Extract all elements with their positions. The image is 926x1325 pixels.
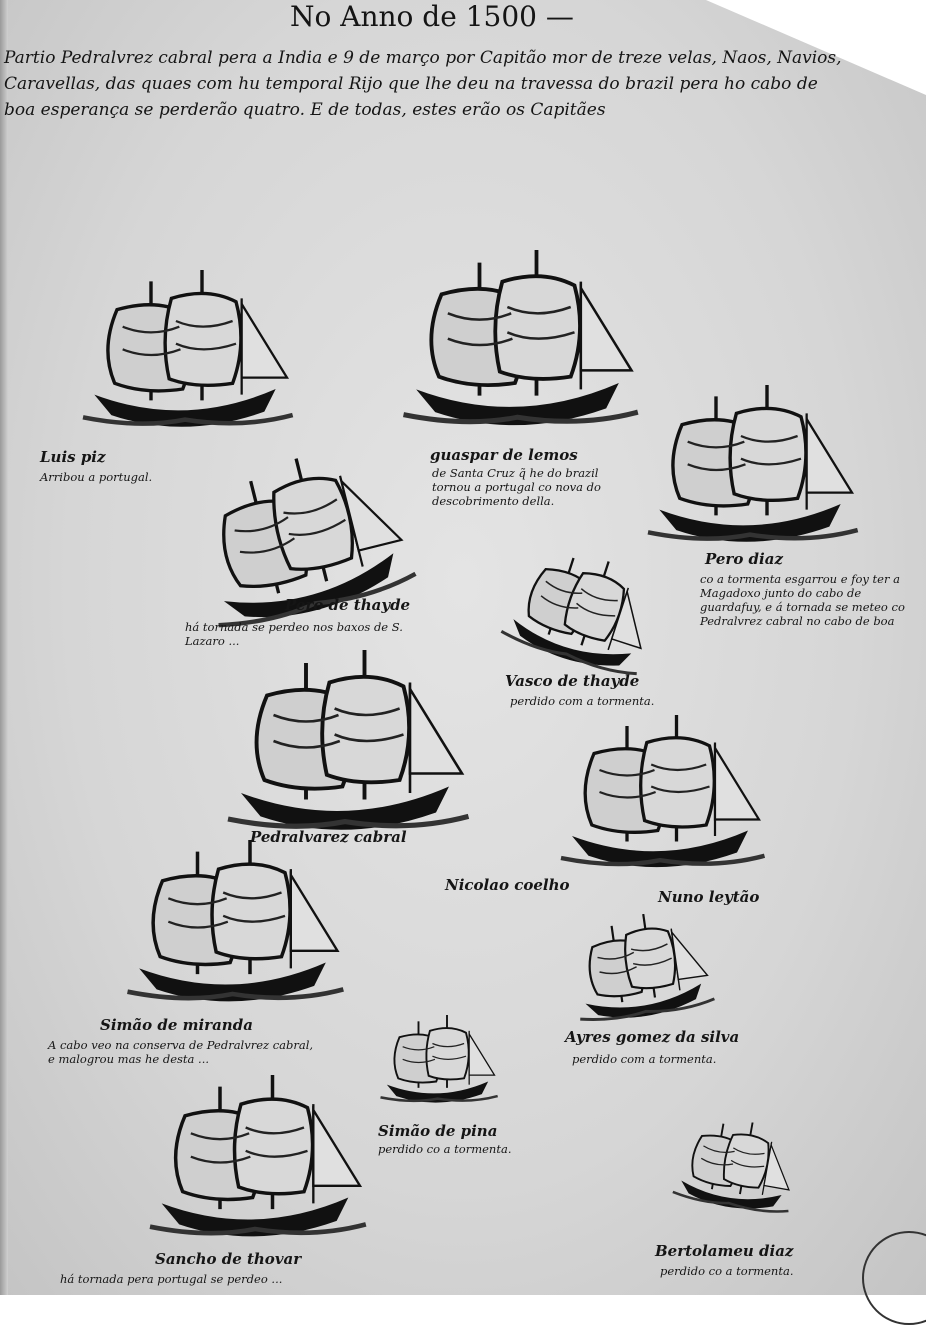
compass-rose xyxy=(862,1231,926,1325)
captain-name: Simão de pina xyxy=(378,1122,498,1140)
page-title: No Anno de 1500 — xyxy=(290,0,574,33)
sinking-ship-drawing xyxy=(653,1108,817,1228)
wrecked-ship-drawing xyxy=(484,895,796,1046)
ship-drawing xyxy=(605,385,895,555)
captain-note: co a tormenta esgarrou e foy ter a Magad… xyxy=(700,572,905,628)
captain-name: Bertolameu diaz xyxy=(655,1242,794,1260)
captain-name: Sancho de thovar xyxy=(155,1250,302,1268)
ship-drawing xyxy=(200,650,490,845)
ship-drawing xyxy=(480,715,840,880)
captain-name: Nuno leytão xyxy=(658,888,760,906)
intro-line: Caravellas, das quaes com hu temporal Ri… xyxy=(4,74,818,94)
captain-note: Arribou a portugal. xyxy=(40,470,153,484)
captain-name: Simão de miranda xyxy=(100,1016,253,1034)
captain-name: Pero de thayde xyxy=(285,596,411,614)
captain-note: de Santa Cruz q̃ he do brazil tornou a p… xyxy=(432,466,601,508)
captain-name: Nicolao coelho xyxy=(445,876,570,894)
captain-name: Luis piz xyxy=(40,448,106,466)
captain-name: Pedralvarez cabral xyxy=(250,828,407,846)
captain-note: perdido com a tormenta. xyxy=(572,1052,717,1066)
captain-name: Ayres gomez da silva xyxy=(565,1028,740,1046)
intro-line: Partio Pedralvrez cabral pera a India e … xyxy=(4,48,842,68)
captain-name: Pero diaz xyxy=(705,550,783,568)
captain-note: perdido com a tormenta. xyxy=(510,694,655,708)
captain-note: A cabo veo na conserva de Pedralvrez cab… xyxy=(48,1038,314,1066)
ship-drawing xyxy=(65,270,305,440)
captain-note: há tornada pera portugal se perdeo ... xyxy=(60,1272,283,1286)
ship-drawing xyxy=(130,1075,380,1250)
captain-name: Vasco de thayde xyxy=(505,672,640,690)
captain-note: há tornada se perdeo nos baxos de S. Laz… xyxy=(185,620,403,648)
ship-drawing xyxy=(105,840,360,1015)
torn-corner xyxy=(706,0,926,95)
intro-line: boa esperança se perderão quatro. E de t… xyxy=(4,100,606,120)
page-margin-shadow xyxy=(0,0,8,1295)
captain-name: guaspar de lemos xyxy=(430,446,578,464)
captain-note: perdido co a tormenta. xyxy=(660,1264,794,1278)
captain-note: perdido co a tormenta. xyxy=(378,1142,512,1156)
